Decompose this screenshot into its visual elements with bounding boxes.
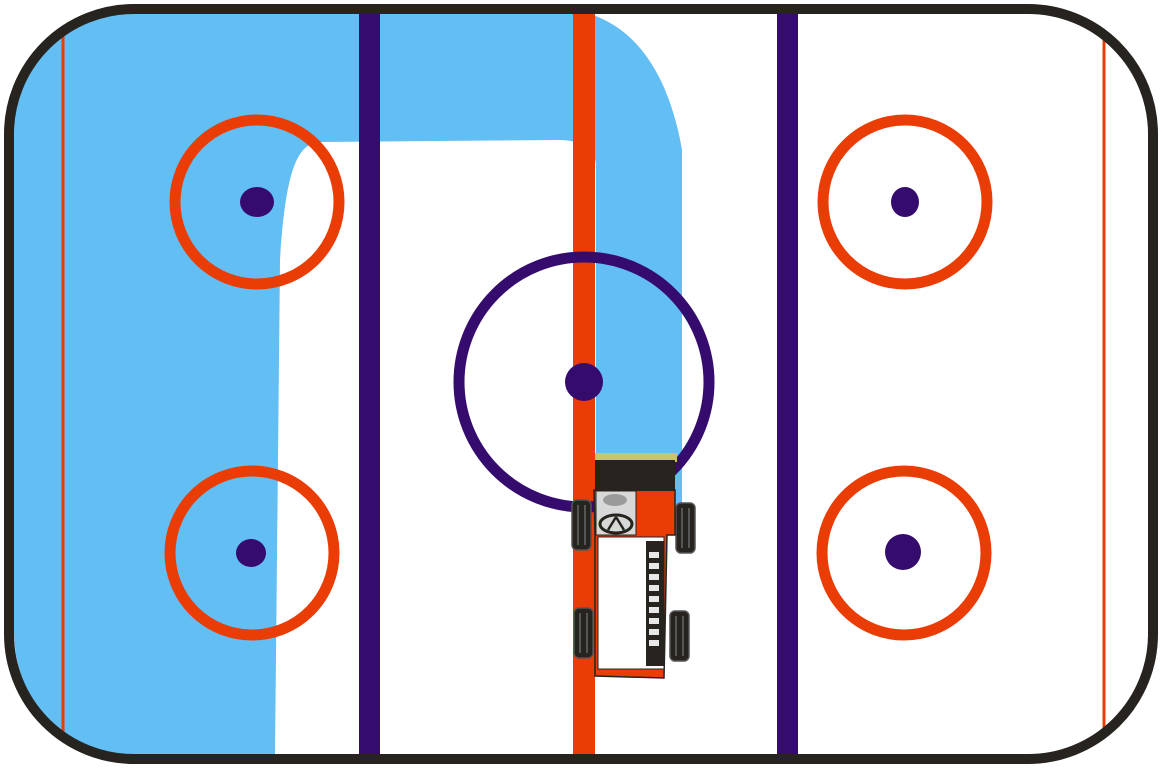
resurfacer-auger xyxy=(646,541,664,666)
wheel-front-left xyxy=(572,500,591,550)
faceoff-dot-bottom-right xyxy=(885,534,921,570)
wheel-rear-right xyxy=(670,611,689,661)
faceoff-dot-top-right xyxy=(891,187,919,217)
resurfacer-front-housing xyxy=(595,460,675,491)
wheel-rear-left xyxy=(574,608,593,658)
center-faceoff-dot xyxy=(565,363,603,401)
faceoff-dot-top-left xyxy=(240,187,274,217)
faceoff-dot-bottom-left xyxy=(236,539,266,567)
wheel-front-right xyxy=(676,503,695,553)
driver-seat-icon xyxy=(603,494,627,506)
blue-line-right xyxy=(777,14,798,754)
blue-line-left xyxy=(359,14,380,754)
